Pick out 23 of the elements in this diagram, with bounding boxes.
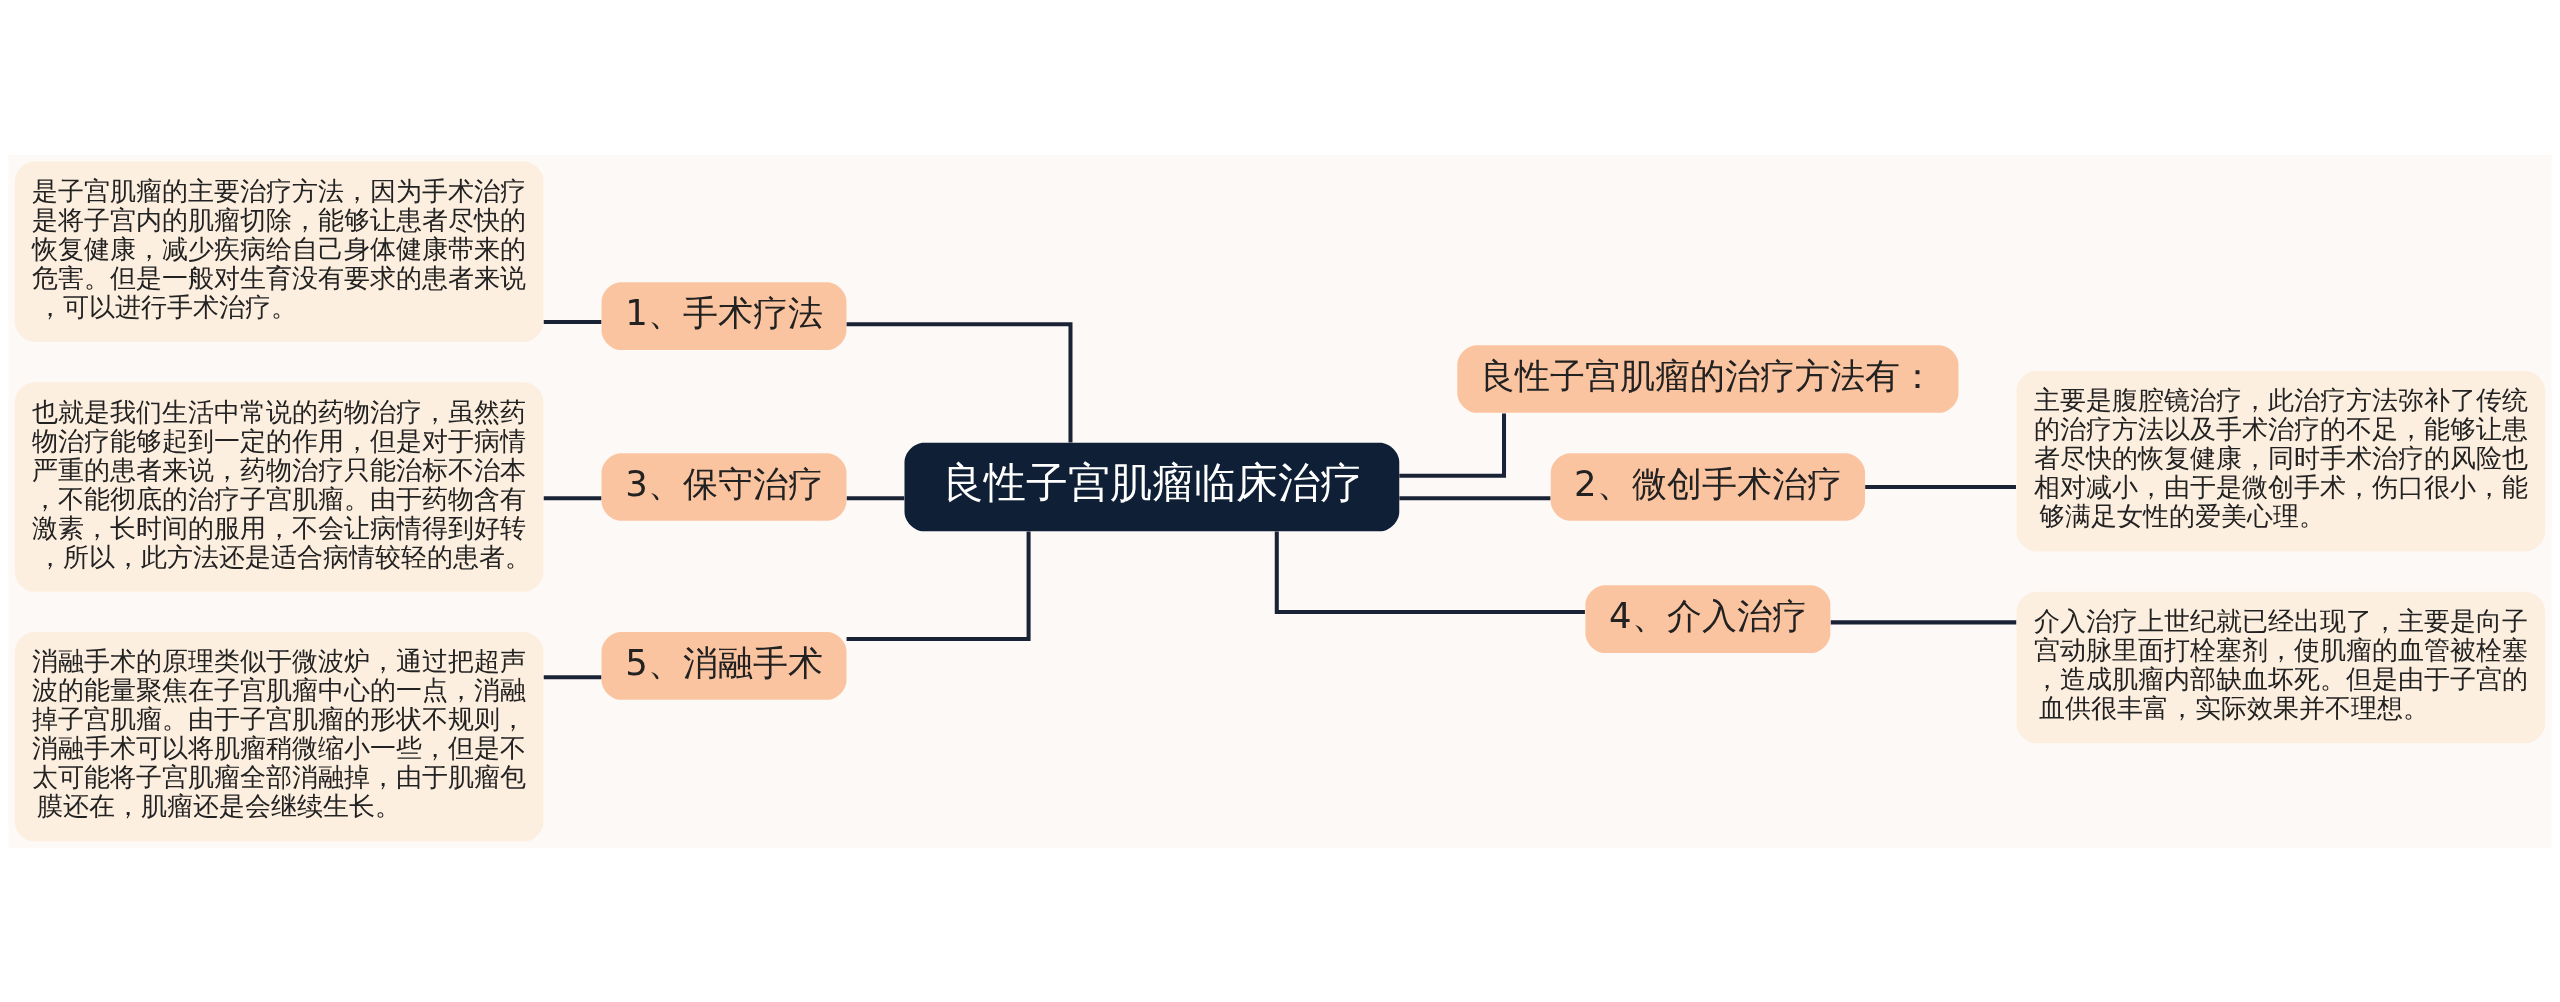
node-box: 4、介入治疗 (1585, 584, 1831, 653)
connector (543, 495, 602, 500)
connector (846, 495, 905, 500)
node-box: 主要是腹腔镜治疗，此治疗方法弥补了传统的治疗方法以及手术治疗的不足，能够让患者尽快的恢复健康，同时手术治疗的风险也相对减小，由于是微创手术，伤口很小，能够满足女性的爱美心理。 (2016, 370, 2546, 551)
node-box: 良性子宫肌瘤临床治疗 (904, 442, 1400, 531)
node-box: 2、微创手术治疗 (1550, 452, 1865, 521)
connector (846, 321, 1073, 442)
connector (543, 319, 602, 324)
connector (846, 530, 1031, 641)
connector (543, 674, 602, 679)
node-box: 3、保守治疗 (601, 452, 847, 521)
node-box: 消融手术的原理类似于微波炉，通过把超声波的能量聚焦在子宫肌瘤中心的一点，消融掉子宫肌瘤。由于子宫肌瘤的形状不规则，消融手术可以将肌瘤稍微缩小一些，但是不太可能将子宫肌瘤全部消融掉，由于肌瘤包膜还在，肌瘤还是会继续生长。 (14, 631, 544, 842)
node-box: 介入治疗上世纪就已经出现了，主要是向子宫动脉里面打栓塞剂，使肌瘤的血管被栓塞，造成肌瘤内部缺血坏死。但是由于子宫的血供很丰富，实际效果并不理想。 (2016, 591, 2546, 743)
node-box: 1、手术疗法 (601, 281, 847, 350)
node-box: 也就是我们生活中常说的药物治疗，虽然药物治疗能够起到一定的作用，但是对于病情严重的患者来说，药物治疗只能治标不治本，不能彻底的治疗子宫肌瘤。由于药物含有激素，长时间的服用，不会让病情得到好转，所以，此方法还是适合病情较轻的患者。 (14, 381, 544, 592)
node-box: 5、消融手术 (601, 631, 847, 700)
connector (1274, 530, 1585, 614)
connector (1830, 619, 2017, 624)
connector (1399, 412, 1507, 478)
node-box: 良性子宫肌瘤的治疗方法有： (1457, 344, 1959, 413)
node-box: 是子宫肌瘤的主要治疗方法，因为手术治疗是将子宫内的肌瘤切除，能够让患者尽快的恢复健康，减少疾病给自己身体健康带来的危害。但是一般对生育没有要求的患者来说，可以进行手术治疗。 (14, 160, 544, 342)
connector (1399, 495, 1551, 500)
connector (1865, 484, 2016, 489)
